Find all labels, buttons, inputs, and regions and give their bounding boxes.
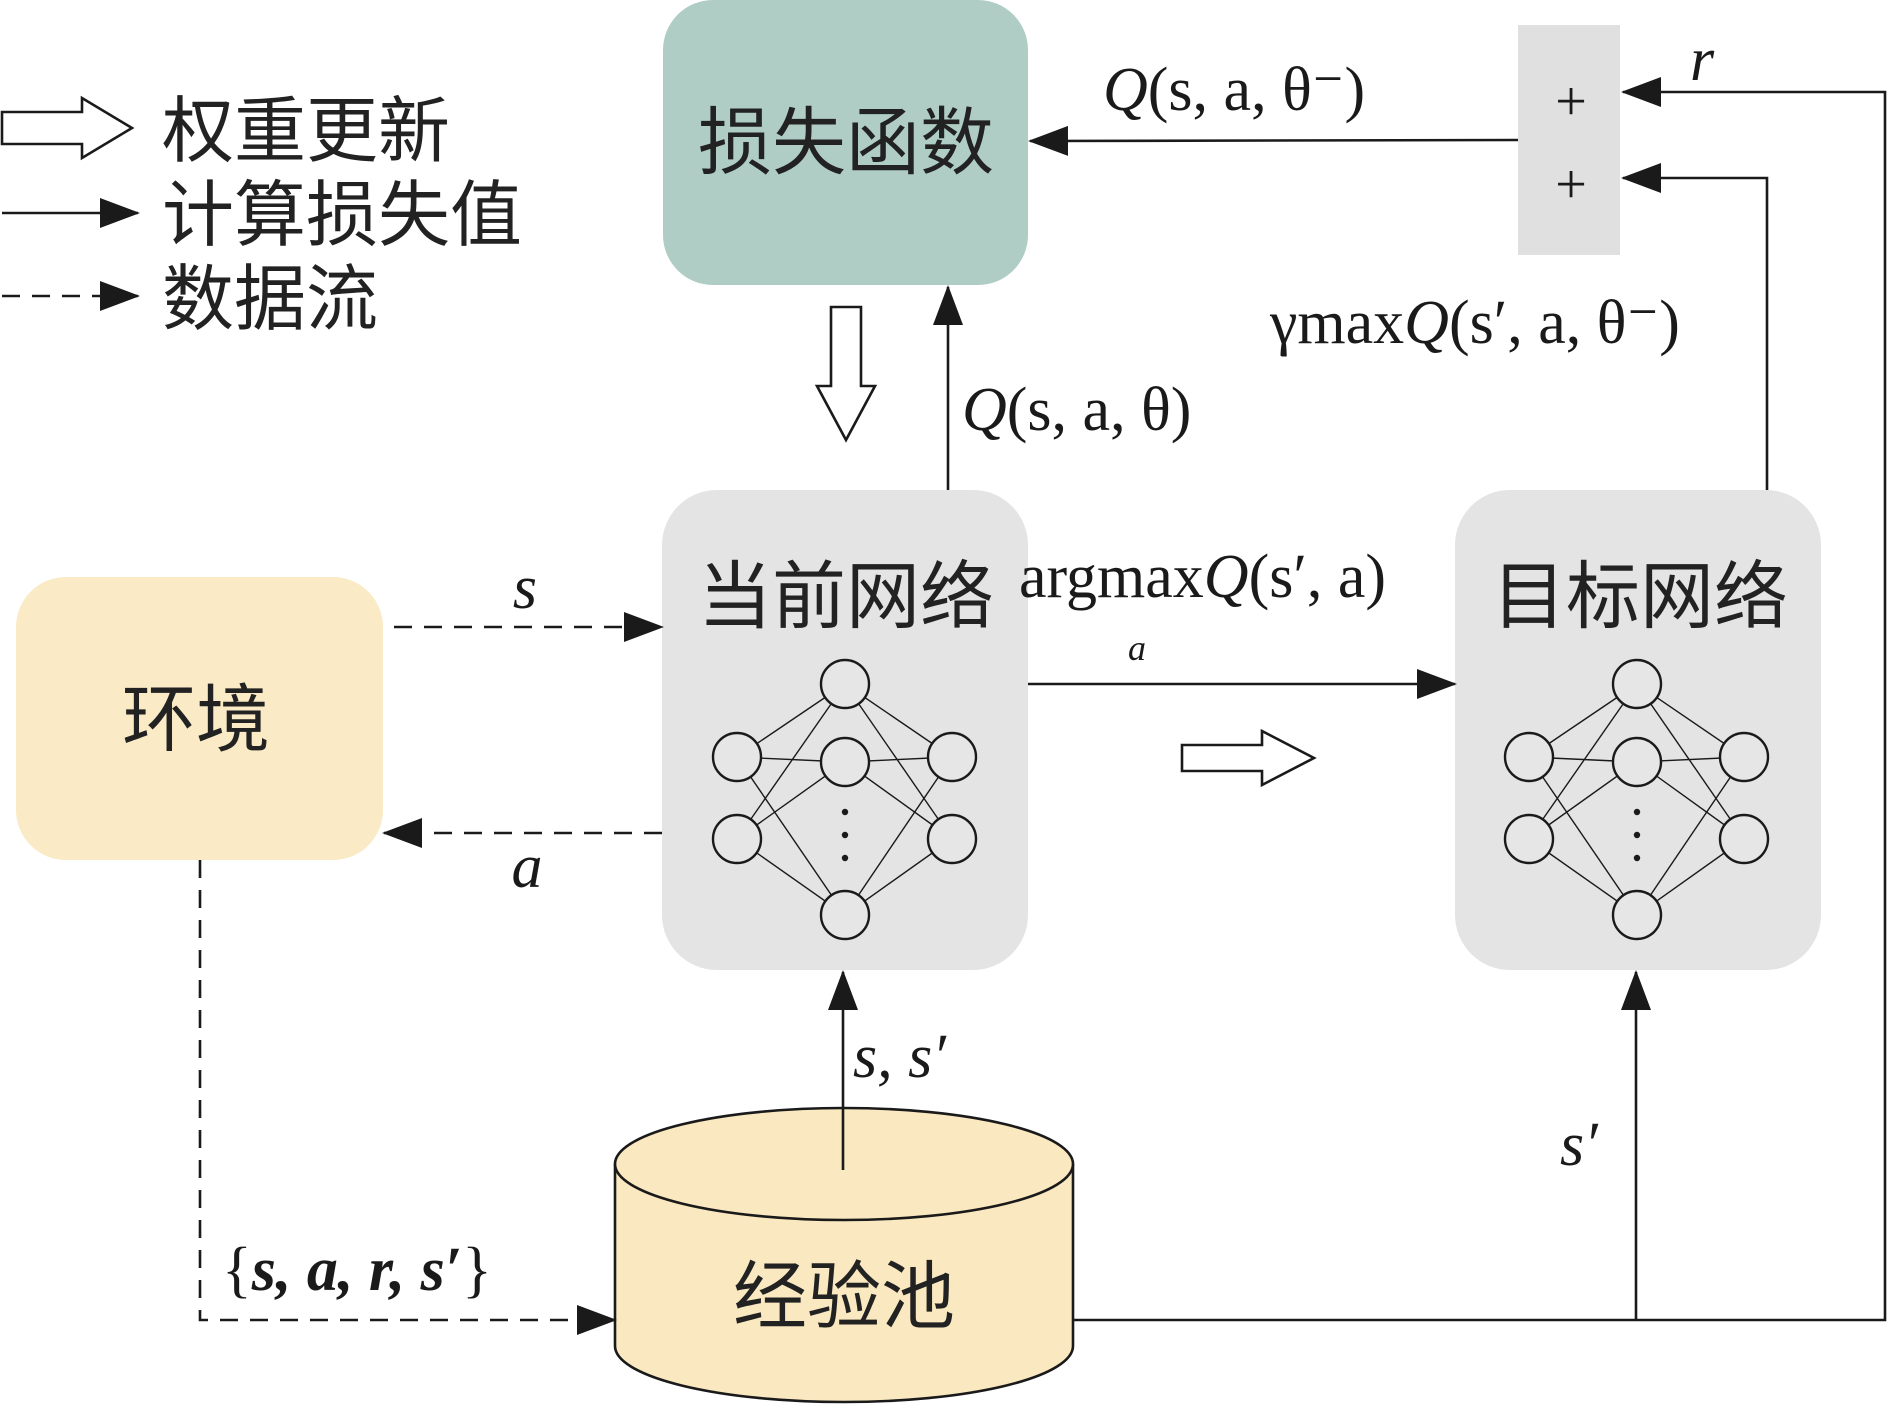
legend-compute-loss: 计算损失值 bbox=[162, 173, 522, 257]
label-argmax: argmaxQ(s′, a) bbox=[1019, 543, 1386, 611]
nn-ellipsis-dot bbox=[1633, 808, 1641, 816]
nn-node bbox=[1611, 658, 1663, 710]
target-network-graph-icon bbox=[1503, 658, 1770, 941]
nn-node bbox=[1503, 813, 1555, 865]
nn-node bbox=[926, 731, 978, 783]
label-state: s bbox=[513, 554, 537, 622]
label-gamma-max-q: γmaxQ(s′, a, θ⁻) bbox=[1269, 289, 1680, 357]
nn-ellipsis-dot bbox=[841, 808, 849, 816]
experience-pool-label: 经验池 bbox=[733, 1254, 955, 1340]
nn-edge bbox=[844, 683, 953, 840]
target-network-label: 目标网络 bbox=[1492, 554, 1788, 640]
arrow-transition-to-pool bbox=[198, 860, 617, 1335]
hollow-arrow-icon bbox=[0, 95, 135, 161]
environment-label: 环境 bbox=[122, 677, 270, 763]
loss-function-label: 损失函数 bbox=[698, 100, 994, 186]
nn-edge bbox=[736, 683, 846, 840]
nn-node bbox=[1611, 736, 1663, 788]
arrow-reward-to-sum bbox=[1073, 77, 1887, 1322]
label-s-sprime: s, s′ bbox=[853, 1023, 947, 1091]
label-argmax-subscript: a bbox=[1128, 628, 1146, 668]
weight-copy-right-arrow bbox=[1180, 728, 1317, 788]
nn-node bbox=[1611, 889, 1663, 941]
nn-node bbox=[819, 658, 871, 710]
nn-edge bbox=[844, 756, 953, 916]
nn-edge bbox=[1528, 683, 1638, 840]
nn-edge bbox=[1636, 683, 1745, 840]
loss-function-box bbox=[663, 0, 1028, 285]
nn-node bbox=[1718, 813, 1770, 865]
nn-node bbox=[926, 813, 978, 865]
sum-top-plus: + bbox=[1555, 71, 1587, 133]
nn-ellipsis-dot bbox=[1633, 854, 1641, 862]
legend-weight-update: 权重更新 bbox=[162, 89, 450, 173]
label-q-target: Q(s, a, θ⁻) bbox=[1103, 56, 1365, 124]
nn-node bbox=[1718, 731, 1770, 783]
nn-ellipsis-dot bbox=[841, 831, 849, 839]
nn-edge bbox=[736, 756, 846, 916]
nn-node bbox=[711, 731, 763, 783]
sum-node bbox=[1518, 25, 1620, 255]
nn-ellipsis-dot bbox=[1633, 831, 1641, 839]
nn-node bbox=[819, 736, 871, 788]
label-q-current: Q(s, a, θ) bbox=[962, 376, 1191, 444]
arrow-target-q-to-loss bbox=[1028, 125, 1519, 156]
nn-node bbox=[819, 889, 871, 941]
nn-edge bbox=[1528, 756, 1638, 916]
nn-edge bbox=[1636, 756, 1745, 916]
legend: 权重更新 计算损失值 数据流 bbox=[0, 89, 522, 341]
nn-ellipsis-dot bbox=[841, 854, 849, 862]
sum-bottom-plus: + bbox=[1555, 154, 1587, 216]
nn-node bbox=[1503, 731, 1555, 783]
legend-data-flow: 数据流 bbox=[162, 257, 378, 341]
nn-node bbox=[711, 813, 763, 865]
weight-update-down-arrow bbox=[814, 305, 878, 443]
label-reward: r bbox=[1690, 26, 1715, 94]
label-sprime: s′ bbox=[1560, 1111, 1599, 1179]
label-transition: {s, a, r, s′} bbox=[222, 1236, 492, 1304]
environment-box bbox=[16, 577, 383, 860]
current-network-graph-icon bbox=[711, 658, 978, 941]
arrow-target-q-to-sum bbox=[1621, 163, 1769, 490]
current-network-label: 当前网络 bbox=[698, 554, 994, 640]
label-action: a bbox=[512, 833, 543, 901]
